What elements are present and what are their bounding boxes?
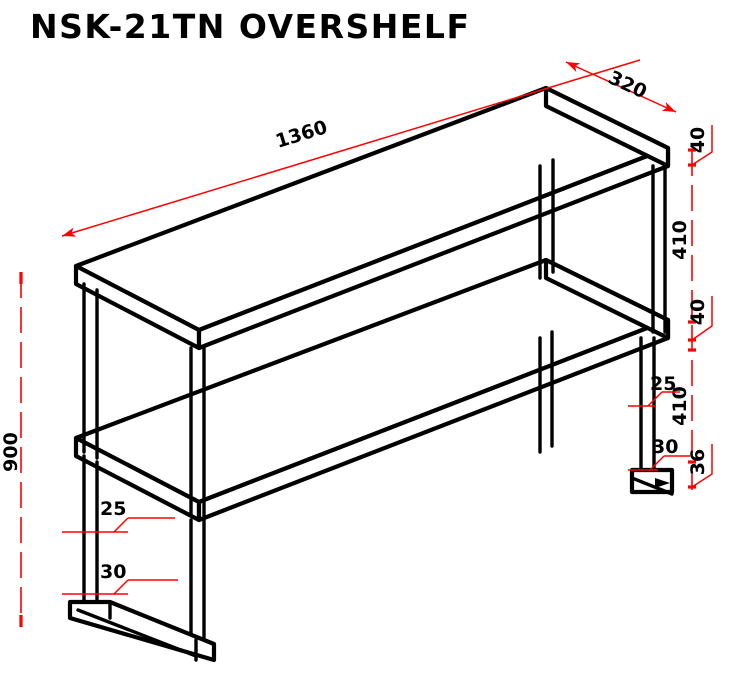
leader-left-30-label: 30	[100, 561, 126, 583]
leader-right-25-label: 25	[650, 373, 676, 395]
dimension-right-36: 36	[687, 449, 709, 475]
dimension-right-410-upper: 410	[669, 220, 691, 260]
dimension-right-40-middle: 40	[687, 299, 709, 325]
leader-left-30: 30	[62, 561, 178, 595]
leader-right-25: 25	[628, 373, 680, 407]
dimension-stack-right: 40 410 40 410 36	[669, 125, 713, 490]
dimension-depth-label: 320	[605, 67, 650, 104]
leader-left-25-label: 25	[100, 498, 126, 520]
leader-right-30: 30	[628, 436, 690, 471]
page-title: NSK-21TN OVERSHELF	[30, 7, 470, 46]
foot-right-rib	[630, 476, 674, 496]
foot-right-triangle-mark	[655, 478, 670, 488]
leader-right-30-label: 30	[652, 436, 678, 458]
dimension-height-900: 900	[0, 272, 23, 627]
dimension-right-40-upper: 40	[687, 127, 709, 153]
dimension-length-label: 1360	[273, 116, 330, 153]
foot-right-plate	[629, 467, 675, 495]
foot-left-plate	[67, 599, 217, 663]
foot-left-rib	[76, 608, 198, 658]
middle-shelf-right-edge	[543, 257, 671, 341]
dimension-height-label: 900	[0, 432, 22, 472]
dimension-right-410-lower: 410	[669, 386, 691, 426]
leader-left-25: 25	[62, 498, 175, 533]
overshelf-body	[67, 85, 675, 663]
